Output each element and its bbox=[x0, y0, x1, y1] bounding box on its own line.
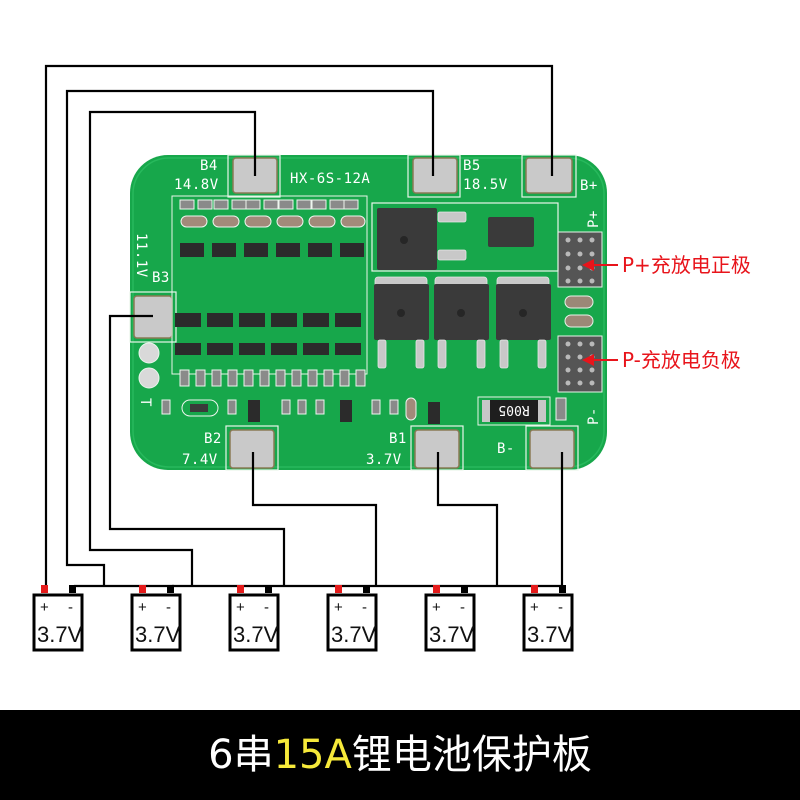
title-current-rating: 15A bbox=[273, 732, 352, 778]
negative-terminal bbox=[461, 585, 468, 593]
svg-text:14.8V: 14.8V bbox=[174, 177, 219, 193]
title-prefix: 6串 bbox=[208, 732, 274, 778]
battery-pack: + - 3.7V + - 3.7V + - 3.7V + - 3.7V bbox=[32, 585, 574, 652]
svg-text:B3: B3 bbox=[152, 270, 170, 286]
svg-text:+: + bbox=[236, 599, 245, 616]
mosfet-array bbox=[374, 276, 551, 369]
positive-terminal bbox=[41, 585, 48, 593]
balance-wires bbox=[44, 64, 564, 590]
battery-6: + - 3.7V bbox=[522, 585, 574, 652]
resistor-row-bottom bbox=[179, 369, 366, 387]
battery-1: + - 3.7V bbox=[32, 585, 84, 652]
svg-text:-: - bbox=[558, 599, 563, 616]
svg-text:B5: B5 bbox=[463, 158, 481, 174]
arrow-left-icon bbox=[582, 259, 594, 271]
svg-text:-: - bbox=[264, 599, 269, 616]
svg-text:+: + bbox=[432, 599, 441, 616]
title-suffix: 锂电池保护板 bbox=[351, 732, 592, 778]
svg-text:P-充放电负极: P-充放电负极 bbox=[622, 348, 741, 372]
svg-text:B2: B2 bbox=[204, 431, 222, 447]
shunt-resistor: R005 bbox=[477, 396, 551, 426]
positive-terminal bbox=[335, 585, 342, 593]
svg-text:3.7V: 3.7V bbox=[527, 622, 573, 647]
pcb-board: HX-6S-12A B4 14.8V B5 18.5V B+ P+ 11.1V … bbox=[129, 154, 607, 471]
silk-p-minus: P- bbox=[586, 407, 602, 425]
svg-text:+: + bbox=[530, 599, 539, 616]
arrow-left-icon bbox=[582, 354, 594, 366]
svg-text:3.7V: 3.7V bbox=[135, 622, 181, 647]
positive-terminal bbox=[139, 585, 146, 593]
pad-b2: B2 7.4V bbox=[182, 425, 279, 471]
negative-terminal bbox=[265, 585, 272, 593]
svg-text:B-: B- bbox=[497, 441, 515, 457]
svg-text:18.5V: 18.5V bbox=[463, 177, 508, 193]
svg-text:-: - bbox=[460, 599, 465, 616]
svg-text:B1: B1 bbox=[389, 431, 407, 447]
ic-row-2 bbox=[175, 313, 361, 327]
silk-p-plus: P+ bbox=[586, 210, 602, 228]
pad-b-plus: B+ bbox=[521, 154, 598, 198]
board-model-label: HX-6S-12A bbox=[290, 171, 370, 187]
svg-text:+: + bbox=[138, 599, 147, 616]
pad-b5: B5 18.5V bbox=[407, 154, 508, 198]
positive-terminal bbox=[237, 585, 244, 593]
svg-text:3.7V: 3.7V bbox=[37, 622, 83, 647]
silk-t: T bbox=[137, 398, 153, 407]
battery-2: + - 3.7V bbox=[130, 585, 182, 652]
negative-terminal bbox=[167, 585, 174, 593]
svg-text:R005: R005 bbox=[498, 402, 529, 417]
svg-text:+: + bbox=[334, 599, 343, 616]
annotation-p-minus: P-充放电负极 bbox=[582, 348, 741, 372]
diode bbox=[488, 217, 534, 247]
svg-text:11.1V: 11.1V bbox=[133, 233, 149, 278]
battery-5: + - 3.7V bbox=[424, 585, 476, 652]
svg-text:+: + bbox=[40, 599, 49, 616]
capacitor-row bbox=[180, 215, 366, 228]
svg-text:3.7V: 3.7V bbox=[233, 622, 279, 647]
svg-text:3.7V: 3.7V bbox=[429, 622, 475, 647]
svg-text:P+充放电正极: P+充放电正极 bbox=[622, 253, 751, 277]
svg-text:-: - bbox=[362, 599, 367, 616]
resistor-row-top bbox=[179, 199, 359, 210]
svg-text:-: - bbox=[166, 599, 171, 616]
battery-3: + - 3.7V bbox=[228, 585, 280, 652]
ic-row-3 bbox=[175, 343, 361, 355]
svg-text:3.7V: 3.7V bbox=[366, 452, 402, 468]
negative-terminal bbox=[363, 585, 370, 593]
bottom-smd-row bbox=[161, 397, 567, 424]
ic-row-1 bbox=[180, 243, 364, 257]
svg-text:B4: B4 bbox=[200, 158, 218, 174]
p-plus-header bbox=[557, 231, 603, 288]
negative-terminal bbox=[559, 585, 566, 593]
p-minus-header bbox=[557, 335, 603, 393]
svg-text:B+: B+ bbox=[580, 178, 598, 194]
positive-terminal bbox=[433, 585, 440, 593]
positive-terminal bbox=[531, 585, 538, 593]
battery-4: + - 3.7V bbox=[326, 585, 378, 652]
svg-text:3.7V: 3.7V bbox=[331, 622, 377, 647]
negative-terminal bbox=[69, 585, 76, 593]
annotation-p-plus: P+充放电正极 bbox=[582, 253, 751, 277]
svg-text:-: - bbox=[68, 599, 73, 616]
svg-text:7.4V: 7.4V bbox=[182, 452, 218, 468]
